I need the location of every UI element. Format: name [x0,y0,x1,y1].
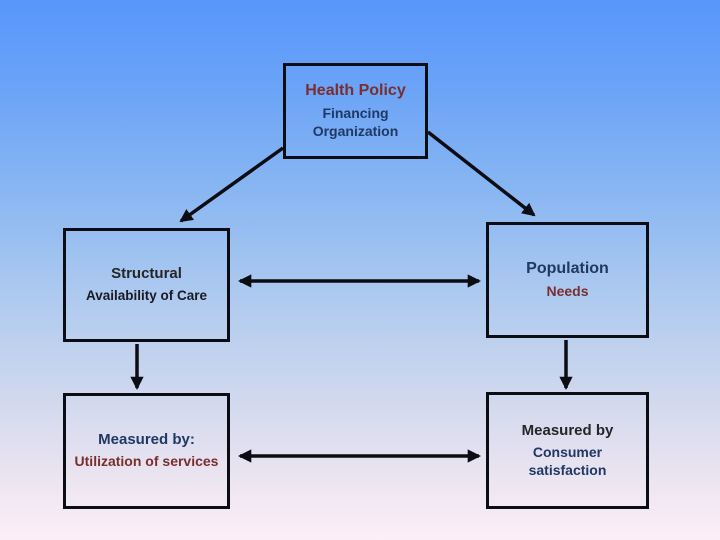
box-measured-by-satisfaction: Measured by Consumer satisfaction [486,392,649,509]
measured-right-title: Measured by [521,421,614,439]
box-population: Population Needs [486,222,649,338]
population-subtitle: Needs [546,282,589,299]
measured-left-title: Measured by: [98,431,195,449]
box-health-policy: Health Policy Financing Organization [283,63,428,159]
arrow-policy-to-population [426,130,536,217]
health-policy-subtitle: Financing Organization [312,105,399,139]
structural-title: Structural [111,265,182,283]
measured-right-subtitle: Consumer satisfaction [528,444,607,478]
structural-subtitle: Availability of Care [85,287,208,303]
population-title: Population [526,259,609,277]
arrow-policy-to-structural [179,146,285,223]
box-measured-by-utilization: Measured by: Utilization of services [63,393,230,509]
measured-left-subtitle: Utilization of services [74,453,219,470]
health-policy-title: Health Policy [305,81,406,99]
box-structural: Structural Availability of Care [63,228,230,342]
